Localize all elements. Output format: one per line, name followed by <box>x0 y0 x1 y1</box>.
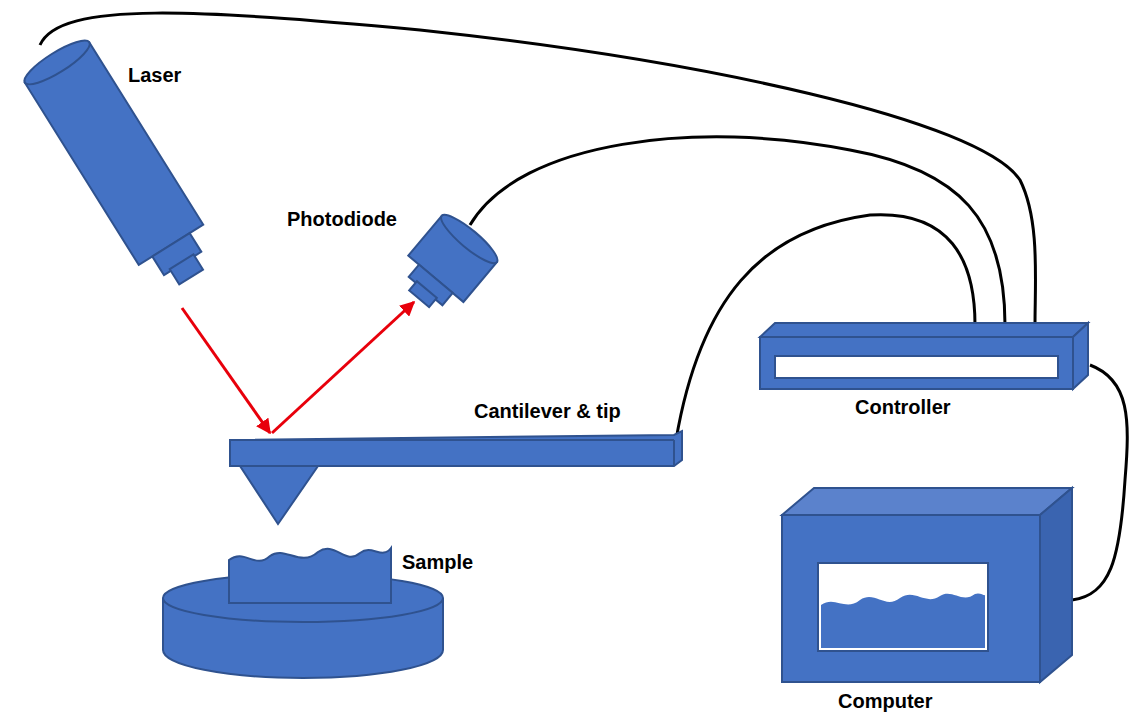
computer-wire <box>1072 365 1127 600</box>
controller-box <box>760 323 1088 389</box>
part-label: Laser <box>128 64 181 86</box>
laser-beam <box>182 302 414 433</box>
photodiode-wire <box>470 137 1005 325</box>
computer <box>782 488 1072 682</box>
laser-wire <box>40 13 1036 325</box>
laser-body <box>20 34 224 297</box>
photodiode-body <box>392 209 503 322</box>
tip <box>240 466 318 524</box>
sample-stage <box>163 548 443 678</box>
part-label: Photodiode <box>287 208 397 230</box>
sample <box>229 548 391 603</box>
part-label: Sample <box>402 551 473 573</box>
cantilever <box>230 431 682 524</box>
part-label: Computer <box>838 690 932 712</box>
part-label: Cantilever & tip <box>474 400 621 422</box>
wires <box>40 13 1127 600</box>
screen-profile <box>821 593 985 648</box>
part-label: Controller <box>855 396 951 418</box>
